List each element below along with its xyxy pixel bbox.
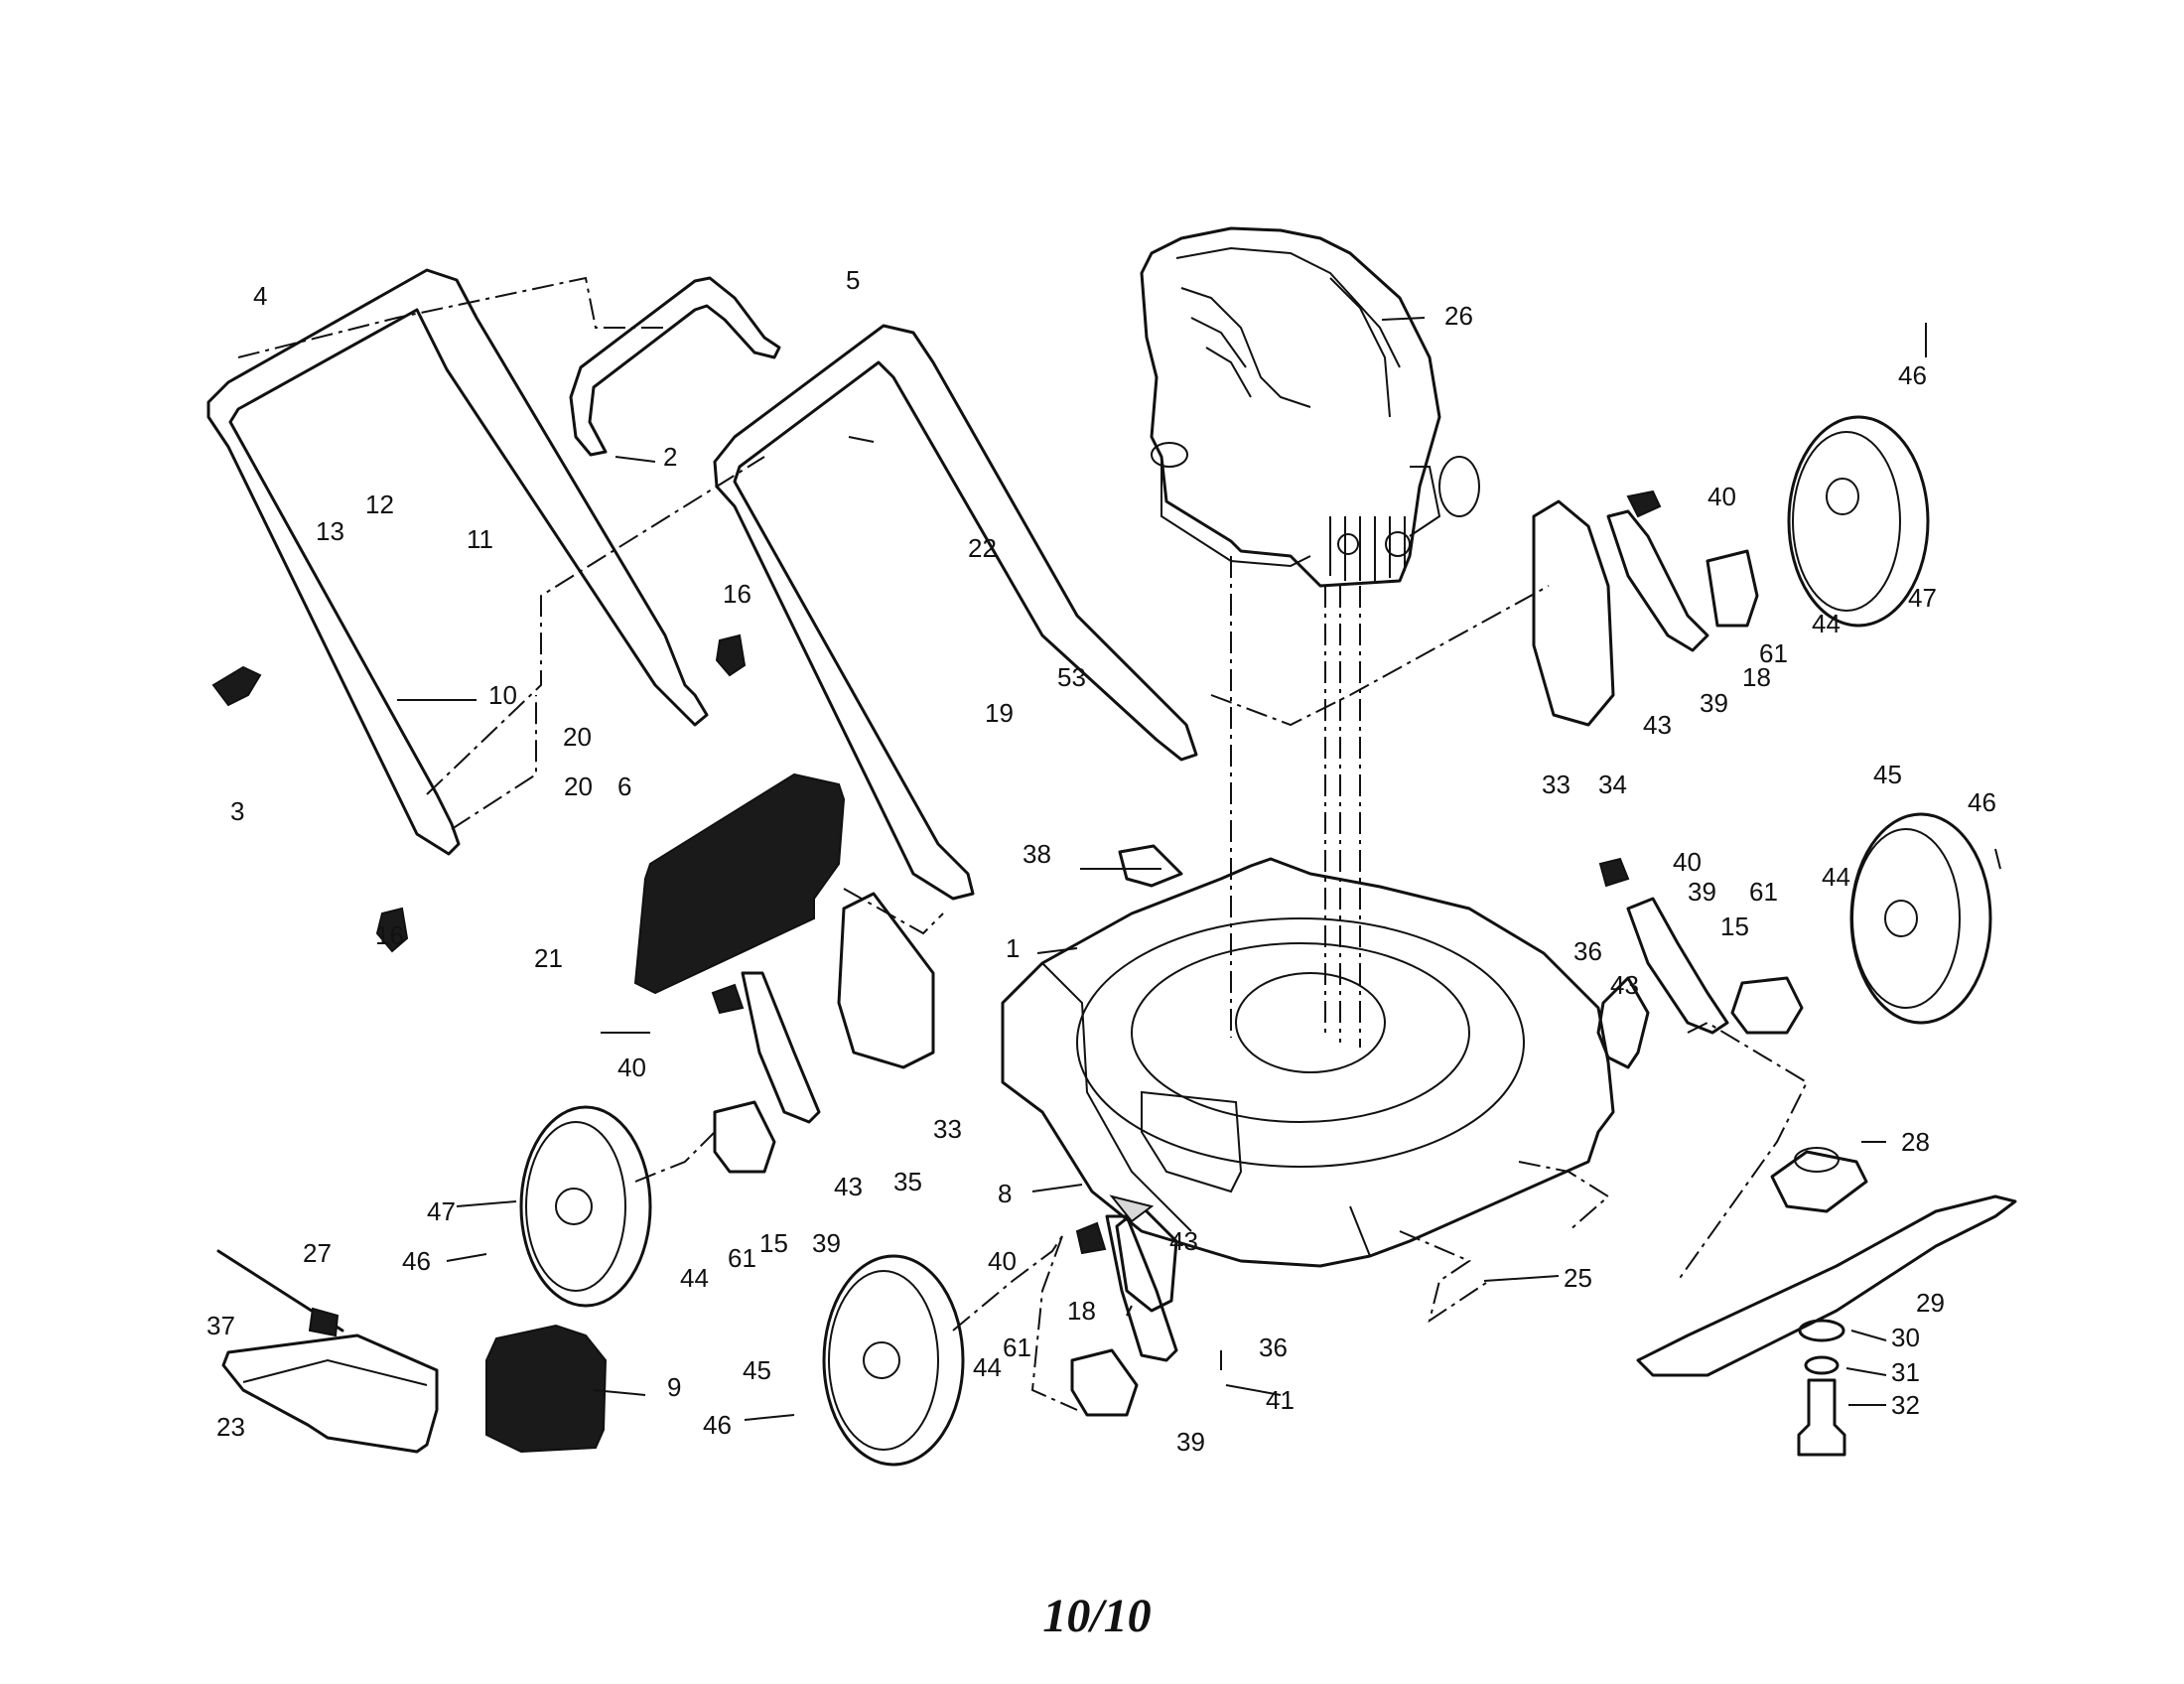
wheel-rear-right	[1787, 415, 1930, 628]
height-adjuster-lever-39-front	[1105, 1214, 1178, 1362]
cap-40-c	[711, 983, 745, 1015]
cap-40-d	[1075, 1221, 1107, 1255]
knob-16-lower	[375, 907, 409, 953]
bail-control	[569, 276, 781, 457]
plug-38	[1118, 844, 1183, 888]
height-adjuster-lever-39-upper	[1606, 509, 1709, 652]
engine-cylinder-fins	[1329, 516, 1406, 581]
height-adjuster-36-right	[1596, 976, 1650, 1069]
height-adjuster-bracket-35	[837, 892, 935, 1069]
rear-flap	[633, 772, 846, 995]
leader-lines	[397, 317, 2001, 1421]
bracket-18-upper	[1706, 549, 1759, 628]
baffle-8	[1109, 1194, 1155, 1223]
mulch-plug	[485, 1324, 608, 1454]
page-number: 10/10	[1042, 1590, 1152, 1642]
knob-3	[211, 665, 262, 707]
height-adjuster-bracket-34	[1532, 499, 1615, 727]
bracket-18-front	[1070, 1348, 1139, 1417]
washer-30	[1798, 1319, 1845, 1342]
height-adjuster-lever-39-right	[1626, 897, 1729, 1035]
bracket-15-left	[713, 1100, 776, 1174]
wheel-rear-left	[519, 1105, 652, 1308]
cap-40-a	[1626, 490, 1662, 518]
height-adjuster-lever-39-left	[741, 971, 821, 1124]
blade-bolt	[1797, 1378, 1846, 1457]
knob-16-upper	[715, 633, 747, 677]
engine	[1140, 226, 1480, 588]
upper-handle-left	[206, 268, 709, 856]
bracket-15-right	[1730, 976, 1804, 1035]
height-adjuster-36-front	[1115, 1204, 1178, 1313]
wheel-front-left	[822, 1254, 965, 1467]
washer-31	[1804, 1355, 1840, 1375]
blade	[1636, 1194, 2017, 1377]
mower-deck	[1001, 857, 1615, 1268]
discharge-chute	[221, 1333, 439, 1454]
blade-adapter	[1770, 1147, 1868, 1213]
lower-handle	[713, 324, 1198, 901]
cap-40-b	[1598, 857, 1630, 888]
wheel-front-right	[1849, 812, 1992, 1025]
